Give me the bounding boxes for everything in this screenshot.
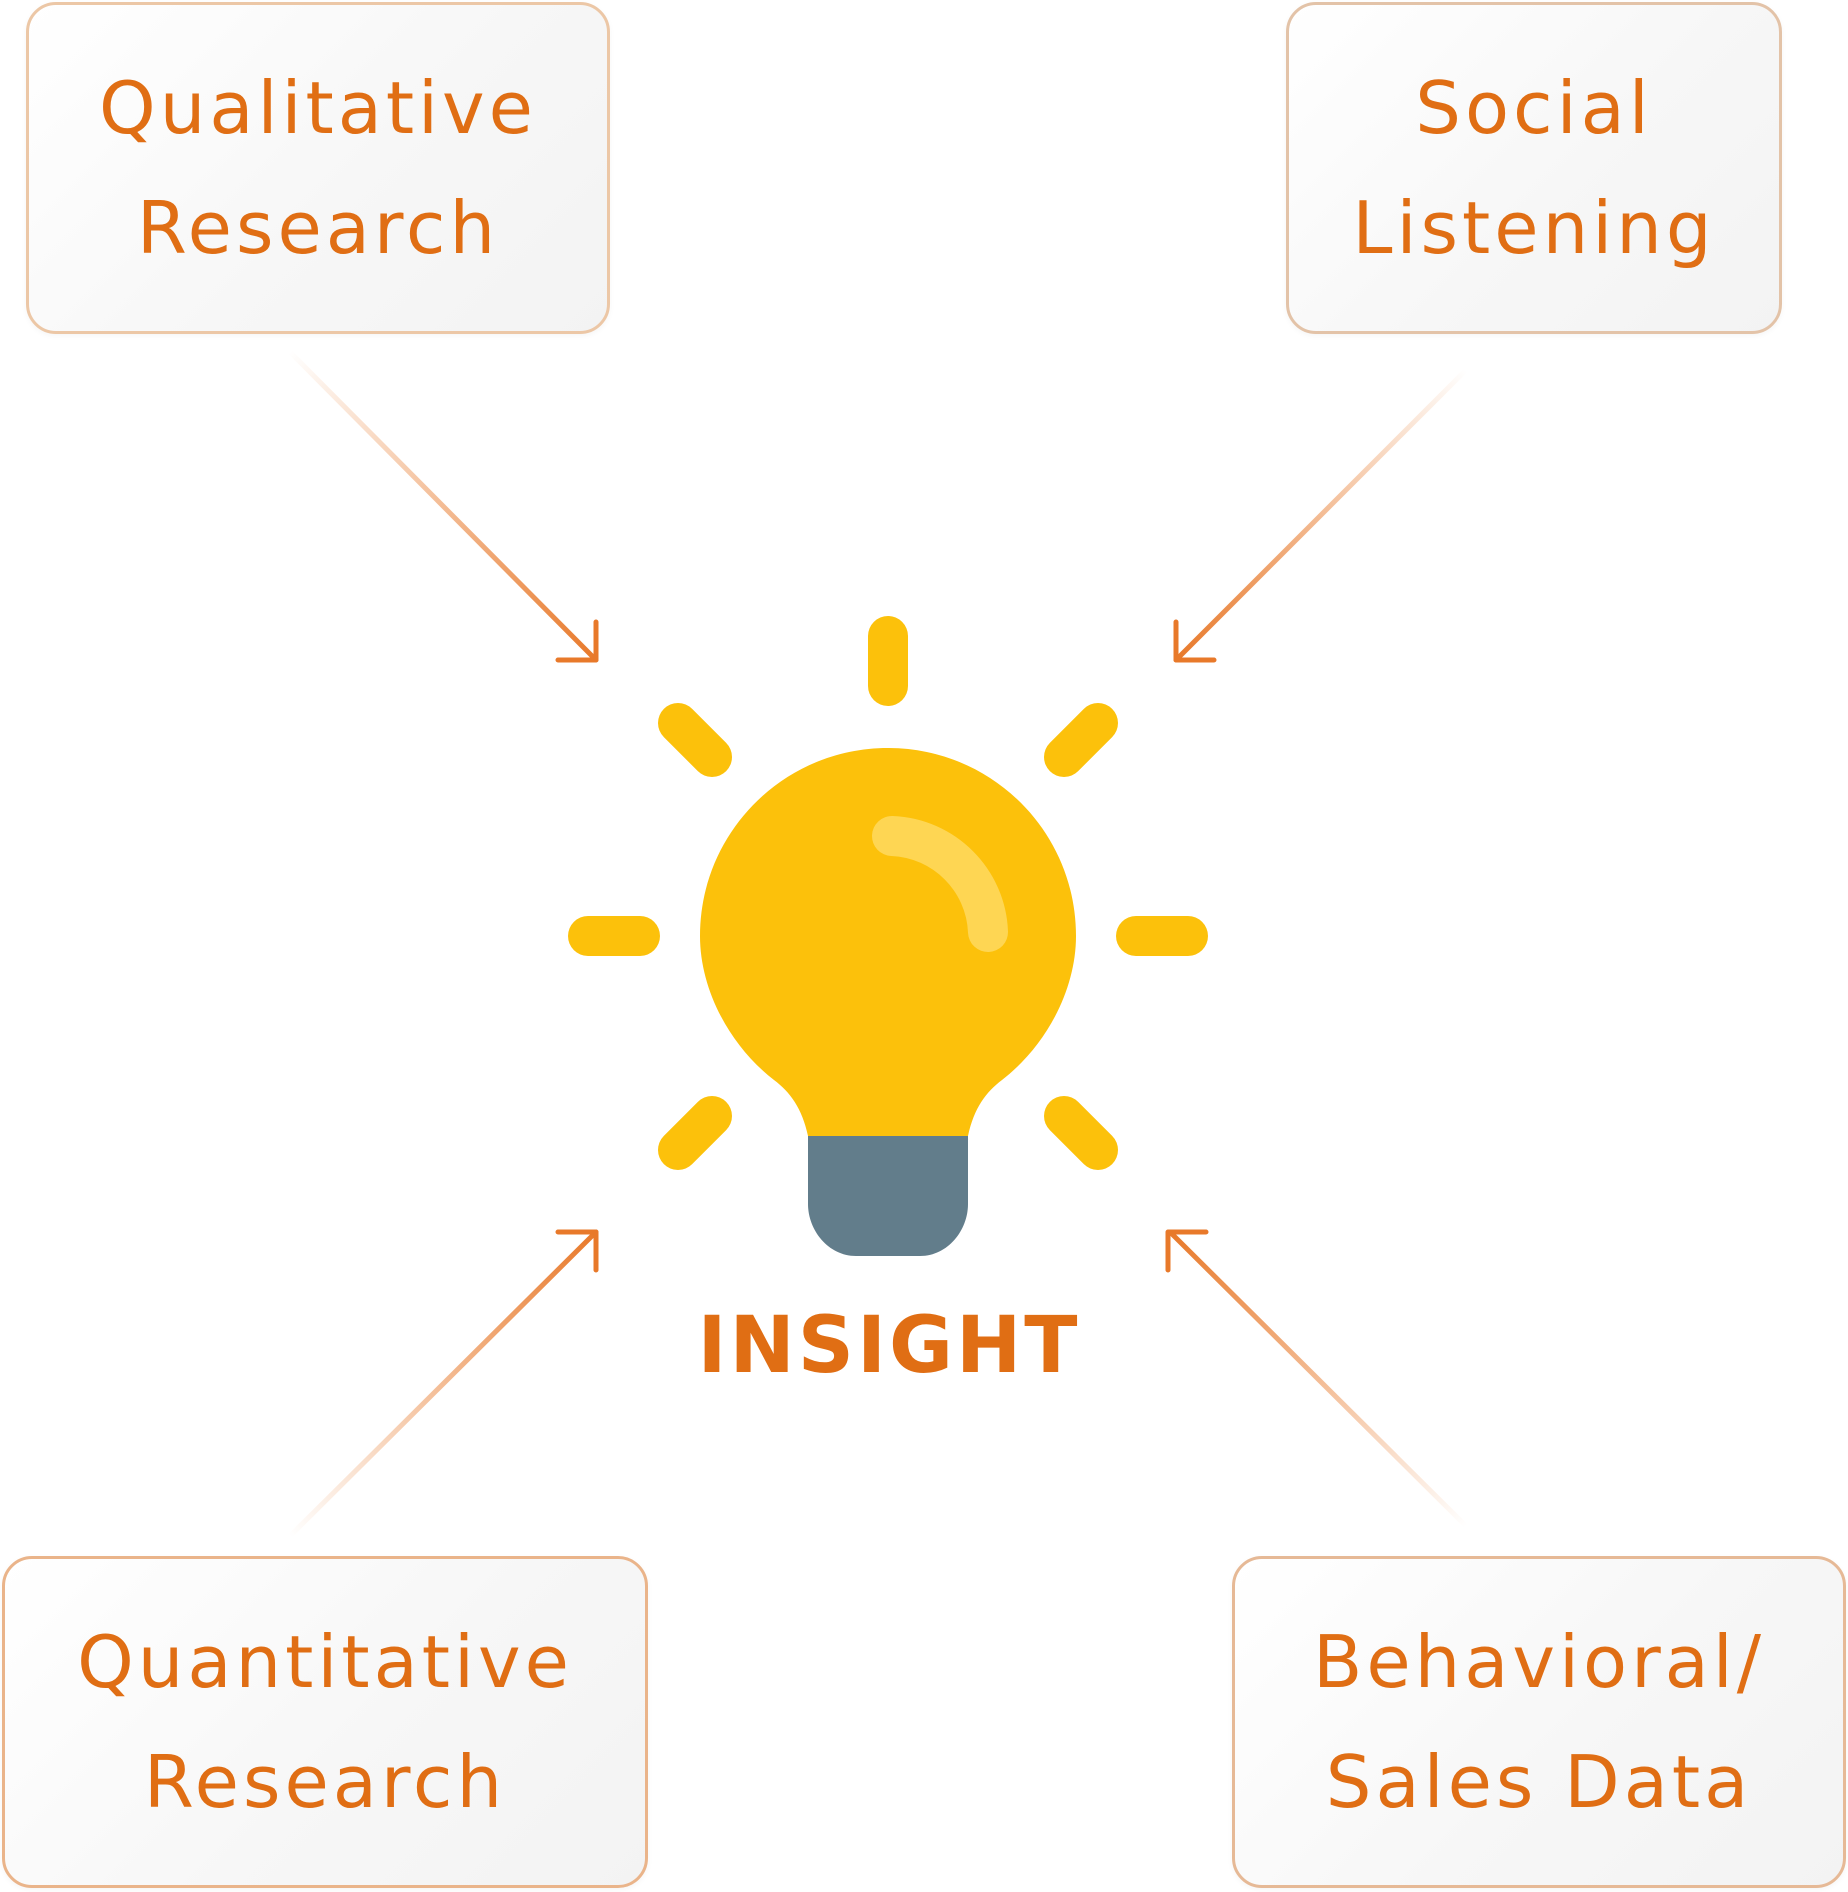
bulb-glass: [700, 748, 1076, 1136]
source-box-qualitative-research: Qualitative Research: [26, 2, 610, 334]
source-label: Quantitative Research: [77, 1620, 573, 1824]
source-label: Social Listening: [1352, 66, 1716, 270]
arrow-quantitative: [287, 1229, 599, 1539]
bulb-base: [808, 1136, 968, 1256]
arrow-social: [1173, 367, 1469, 663]
light-rays: [568, 616, 1208, 1170]
source-label: Qualitative Research: [99, 66, 537, 270]
arrow-qualitative: [287, 349, 599, 663]
lightbulb-icon: [568, 616, 1208, 1256]
insight-label: INSIGHT: [697, 1301, 1081, 1391]
bulb-highlight: [872, 816, 1008, 952]
source-box-quantitative-research: Quantitative Research: [2, 1556, 648, 1888]
source-label: Behavioral/ Sales Data: [1312, 1620, 1766, 1824]
source-box-behavioral-sales-data: Behavioral/ Sales Data: [1232, 1556, 1846, 1888]
source-box-social-listening: Social Listening: [1286, 2, 1782, 334]
arrow-behavioral: [1165, 1229, 1469, 1529]
